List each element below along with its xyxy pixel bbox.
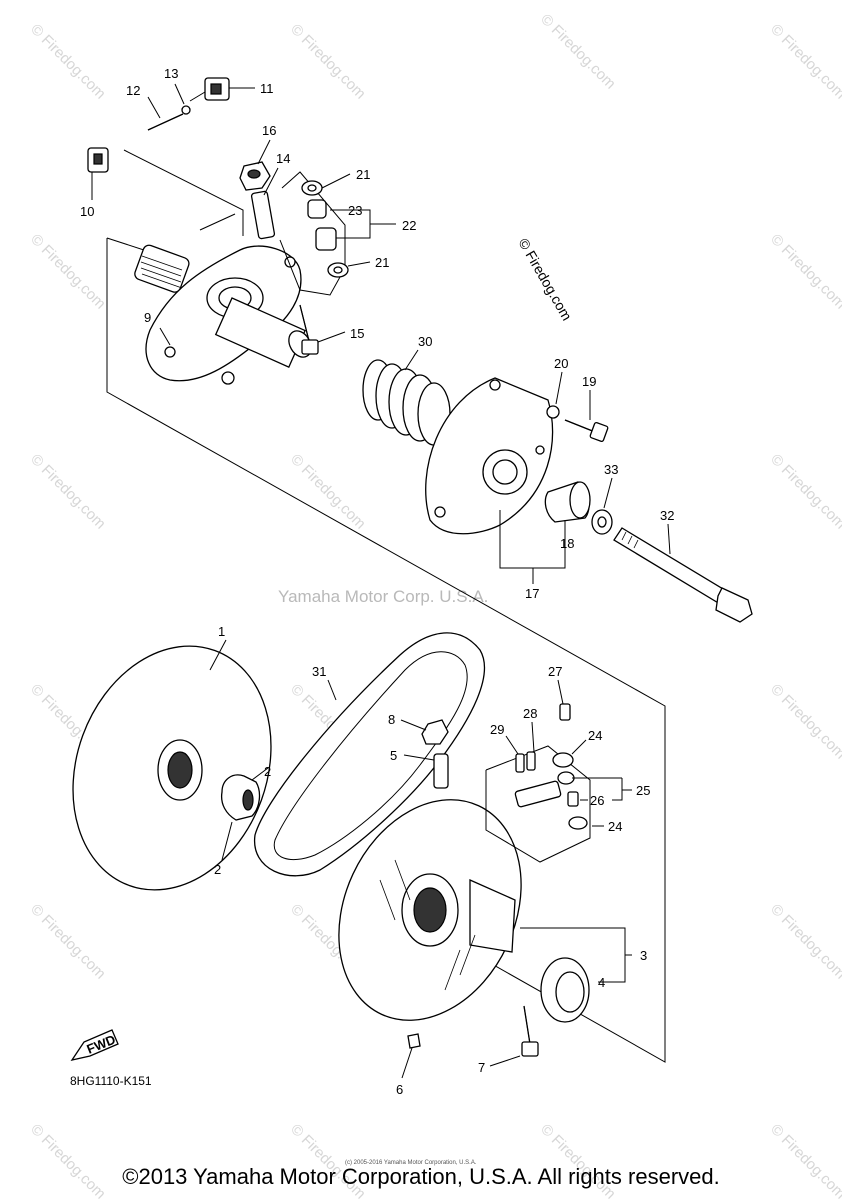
callout-31: 31 (312, 664, 326, 679)
callout-2a: 2 (264, 764, 271, 779)
callout-6: 6 (396, 1082, 403, 1097)
watermark-tile: © Firedog.com (27, 451, 109, 533)
watermark-tile: © Firedog.com (767, 231, 842, 313)
lower-hardware (407, 719, 539, 1057)
callout-21a: 21 (356, 167, 370, 182)
callout-8: 8 (388, 712, 395, 727)
callout-29: 29 (490, 722, 504, 737)
leader-lines (91, 83, 671, 1079)
callout-21b: 21 (375, 255, 389, 270)
watermark-tile: © Firedog.com (27, 901, 109, 983)
callout-33: 33 (604, 462, 618, 477)
callout-14: 14 (276, 151, 290, 166)
callout-23: 23 (348, 203, 362, 218)
copyright-mark: © Firedog.com (515, 236, 575, 324)
callout-5: 5 (390, 748, 397, 763)
drive-belt (254, 632, 485, 877)
callout-15: 15 (350, 326, 364, 341)
callout-22: 22 (402, 218, 416, 233)
sliding-sheave (338, 799, 522, 1021)
callout-20: 20 (554, 356, 568, 371)
roller-kit (279, 171, 349, 296)
callout-2b: 2 (214, 862, 221, 877)
callout-11: 11 (260, 81, 274, 96)
footer-copyright: ©2013 Yamaha Motor Corporation, U.S.A. A… (122, 1164, 720, 1189)
watermark-tile: © Firedog.com (767, 901, 842, 983)
callout-7: 7 (478, 1060, 485, 1075)
callout-25: 25 (636, 783, 650, 798)
fixed-sheave (72, 645, 272, 891)
callout-18: 18 (560, 536, 574, 551)
fwd-arrow: FWD (70, 1029, 119, 1061)
callout-16: 16 (262, 123, 276, 138)
callout-32: 32 (660, 508, 674, 523)
watermark-center: Yamaha Motor Corp. U.S.A. (278, 587, 488, 606)
callout-24b: 24 (608, 819, 622, 834)
cover-plate (425, 377, 554, 535)
bearing (540, 957, 590, 1023)
tiny-notice: (c) 2005-2016 Yamaha Motor Corporation, … (345, 1160, 477, 1166)
diagram-code: 8HG1110-K151 (70, 1074, 152, 1088)
callout-17: 17 (525, 586, 539, 601)
weight-pin-group (87, 77, 230, 173)
callout-19: 19 (582, 374, 596, 389)
watermark-tile: © Firedog.com (287, 451, 369, 533)
watermark-tile: © Firedog.com (537, 11, 619, 93)
callout-9: 9 (144, 310, 151, 325)
callout-27: 27 (548, 664, 562, 679)
callout-12: 12 (126, 83, 140, 98)
watermark-tile: © Firedog.com (287, 21, 369, 103)
callout-26: 26 (590, 793, 604, 808)
callout-13: 13 (164, 66, 178, 81)
callout-1: 1 (218, 624, 225, 639)
watermark-tile: © Firedog.com (27, 21, 109, 103)
watermark-tile: © Firedog.com (767, 681, 842, 763)
bushings (220, 774, 261, 821)
watermark-tile: © Firedog.com (767, 21, 842, 103)
fwd-badge-label: FWD (85, 1032, 118, 1057)
hub-assembly (134, 244, 312, 385)
callout-24a: 24 (588, 728, 602, 743)
bolt-bushing-group (239, 161, 319, 355)
callout-30: 30 (418, 334, 432, 349)
callout-4: 4 (598, 975, 605, 990)
watermark-tile: © Firedog.com (27, 231, 109, 313)
callout-28: 28 (523, 706, 537, 721)
callout-10: 10 (80, 204, 94, 219)
callout-3: 3 (640, 948, 647, 963)
callout-labels: 1 2 2 3 4 5 6 7 8 9 10 11 12 13 14 15 16… (80, 66, 674, 1097)
spring (362, 359, 451, 446)
bolt-assembly (544, 405, 753, 623)
watermark-tile: © Firedog.com (767, 451, 842, 533)
